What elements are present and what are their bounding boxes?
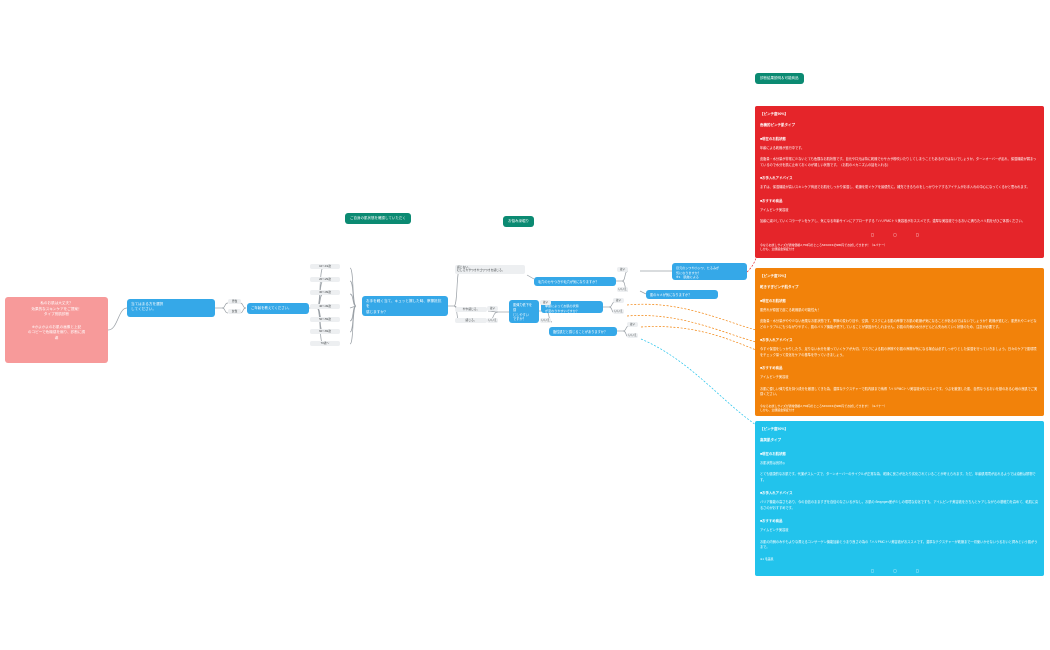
option-age-20s[interactable]: 20〜29歳: [310, 277, 340, 283]
panel-skin-type: 乾きすぎピンチ肌タイプ: [760, 285, 799, 289]
option-age-30s[interactable]: 30〜39歳: [310, 290, 340, 296]
question-pore[interactable]: 毛穴のカサつきや毛穴が気になりますか？: [534, 277, 616, 286]
option-age-50s[interactable]: 50〜59歳: [310, 317, 340, 323]
product-image-placeholder: ◻ ◻ ◻: [870, 231, 929, 237]
panel-advice-heading: ■お手入れアドバイス: [760, 491, 793, 496]
result-panel-dry: 【ピンチ度70%】 乾きすぎピンチ肌タイプ ■現在のお肌状態 肌荒れが原因で起こ…: [755, 268, 1044, 416]
panel-state-body: とても健康的なお肌です。代謝がスムーズで、ターンオーバーのサイクルが正常な為、乾…: [760, 472, 1036, 482]
option-oily-no[interactable]: いいえ: [627, 333, 638, 339]
option-gender-female[interactable]: 女性: [228, 309, 241, 315]
panel-state-heading: ■現在のお肌状態: [760, 137, 786, 141]
section-header-result: 診断結果説明＆可能商品: [755, 73, 804, 84]
option-gender-male[interactable]: 男性: [228, 299, 241, 305]
option-season-yes[interactable]: はい: [613, 298, 624, 304]
panel-skin-type: 危機的ピンチ肌タイプ: [760, 123, 795, 127]
panel-advice-body: バリア機能の高さもあり、今の自信のまますぎを自信のなさいるがなし。お肌の без…: [760, 500, 1039, 510]
panel-cta[interactable]: 今ならお試しサイズが通常価格2,750円のところ54%OFFの980円でお試しで…: [760, 579, 887, 584]
product-image-placeholder: ◻ ◻ ◻: [870, 568, 929, 574]
panel-product-name: アイムピンチ美容液: [760, 375, 789, 380]
root-note-2: のコピーで危機感を煽り、診断に誘: [27, 330, 86, 335]
question-skin-texture[interactable]: 肌のキメが気になりますか？: [646, 290, 718, 299]
panel-pinch-level: 【ピンチ度50%】: [760, 427, 789, 431]
option-friction-none[interactable]: 感じない。 むしろカサつきやゴワつきを感じる。: [455, 265, 525, 274]
option-pore-no[interactable]: いいえ: [617, 287, 628, 293]
option-age-60s[interactable]: 60〜69歳: [310, 329, 340, 335]
question-eye-wrinkles[interactable]: 目元のシワや小ジワ、たるみが 気になりますか？ ※1 肌触による: [672, 263, 747, 280]
panel-advice-heading: ■お手入れアドバイス: [760, 176, 793, 181]
option-age-70plus[interactable]: 70歳〜: [310, 341, 340, 347]
question-season[interactable]: 季節によってお肌の状態 が変わりやすいですか？: [541, 301, 603, 313]
panel-product-footnote: ※1 毛差肌: [760, 556, 774, 561]
result-panel-critical: 【ピンチ度90%】 危機的ピンチ肌タイプ ■現在のお肌状態 年齢による乾燥が進行…: [755, 106, 1044, 258]
panel-state-summary: 年齢による乾燥が進行中です。: [760, 146, 805, 150]
root-line-3: タイプ別肌診断: [43, 312, 70, 317]
option-season-no[interactable]: いいえ: [613, 309, 624, 315]
question-oily-skin[interactable]: 脂性肌だと感じることがありますか？: [549, 327, 617, 336]
option-pore-yes[interactable]: はい: [617, 267, 628, 273]
panel-product-heading: ■おすすめ商品: [760, 198, 783, 203]
panel-cta-guarantee: しかも、全額返金保証付き: [760, 408, 795, 413]
section-header-skin-check: ご自身の肌状態を確認していただく: [345, 213, 411, 224]
question-friction[interactable]: お手を軽く当て、キュッと擦した時、摩擦抵抗を 感じますか？: [362, 296, 448, 316]
panel-state-body: 皮脂量・水分量が非常に少ないとても危険なお肌状態です。目元や口元は特に乾燥でカサ…: [760, 157, 1037, 167]
panel-advice-body: まずは、保湿機能が高いスキンケア商品でお肌をしっかり保湿し、乾燥を防ぐケアを最優…: [760, 185, 1030, 190]
panel-cta[interactable]: 今ならお試しサイズが通常価格2,750円のところ54%OFFの980円でお試しで…: [760, 403, 887, 408]
option-branch-yes[interactable]: はい: [487, 306, 498, 312]
result-panel-healthy: 【ピンチ度50%】 高美肌タイプ ■現在のお肌状態 お肌状態は良好◎ とても健康…: [755, 421, 1044, 588]
root-line-1: 私のお肌は大丈夫？: [40, 301, 73, 305]
panel-state-summary: お肌状態は良好◎: [760, 461, 786, 465]
option-age-40s[interactable]: 40〜49歳: [310, 304, 340, 310]
option-friction-slight[interactable]: やや感じる。: [455, 307, 487, 313]
panel-product-name: アイムピンチ美容液: [760, 207, 789, 212]
question-gender-select[interactable]: 当てはまる方を選択 してください。: [127, 299, 215, 317]
panel-state-summary: 肌荒れが原因で起こる乾燥肌の可能性大！: [760, 308, 821, 312]
panel-state-heading: ■現在のお肌状態: [760, 299, 786, 303]
question-age[interactable]: ご年齢を教えてください。: [247, 303, 309, 314]
panel-pinch-level: 【ピンチ度70%】: [760, 274, 789, 278]
option-elastic-yes[interactable]: はい: [540, 300, 551, 306]
option-elastic-no[interactable]: いいえ: [540, 318, 551, 324]
panel-advice-heading: ■お手入れアドバイス: [760, 338, 793, 343]
panel-advice-body: 今すぐ保湿をしっかりしたり、足りない水分を補っていくケアが大切。マスクによる肌の…: [760, 347, 1037, 357]
option-friction-yes[interactable]: 感じる。: [455, 318, 487, 324]
panel-product-name: アイムピンチ美容液: [760, 528, 789, 533]
panel-product-body: 加齢に減少していくコラーゲンをケアし、気になる年齢サインにアプローチする「ハリP…: [760, 219, 1025, 224]
panel-skin-type: 高美肌タイプ: [760, 438, 781, 442]
panel-cta-guarantee: しかも、全額返金保証付き: [760, 247, 795, 252]
root-note-3: 導: [54, 335, 59, 340]
panel-cta-guarantee: しかも、全額返金保証付き: [760, 583, 795, 588]
option-branch-no[interactable]: いいえ: [487, 318, 498, 324]
option-oily-yes[interactable]: はい: [627, 322, 638, 328]
panel-state-body: 皮脂量・水分量がやや少ない危険なお肌状態です。季節の変わり目や、空調、マスクによ…: [760, 319, 1037, 329]
section-header-deep-dive: お悩み深堀り: [503, 216, 534, 227]
root-line-2: 効果的なスキンケアをご提案！: [31, 306, 82, 311]
question-elasticity[interactable]: 肌弾力低下を 感 じしやすい ですか？: [509, 300, 539, 323]
panel-cta[interactable]: 今ならお試しサイズが通常価格2,750円のところ54%OFFの980円でお試しで…: [760, 242, 887, 247]
panel-state-heading: ■現在のお肌状態: [760, 452, 786, 456]
option-age-10s[interactable]: 10〜19歳: [310, 264, 340, 270]
root-node[interactable]: 私のお肌は大丈夫？ 効果的なスキンケアをご提案！ タイプ別肌診断 ※かよかよのお…: [5, 297, 108, 363]
panel-product-body: お肌の内側のみやもよりな潤えるコンサーゲン機能加齢とうまり良さの為の「ハリPMC…: [760, 539, 1038, 550]
root-note-1: ※かよかよのお肌の画像と上記: [31, 324, 82, 329]
panel-product-heading: ■おすすめ商品: [760, 366, 783, 371]
panel-product-heading: ■おすすめ商品: [760, 519, 783, 524]
panel-product-body: お肌に優しい弾力性を持つ成分を厳選してきた為、濃厚なテクスチャーで肌内部まで納得…: [760, 386, 1038, 397]
panel-pinch-level: 【ピンチ度90%】: [760, 112, 789, 116]
